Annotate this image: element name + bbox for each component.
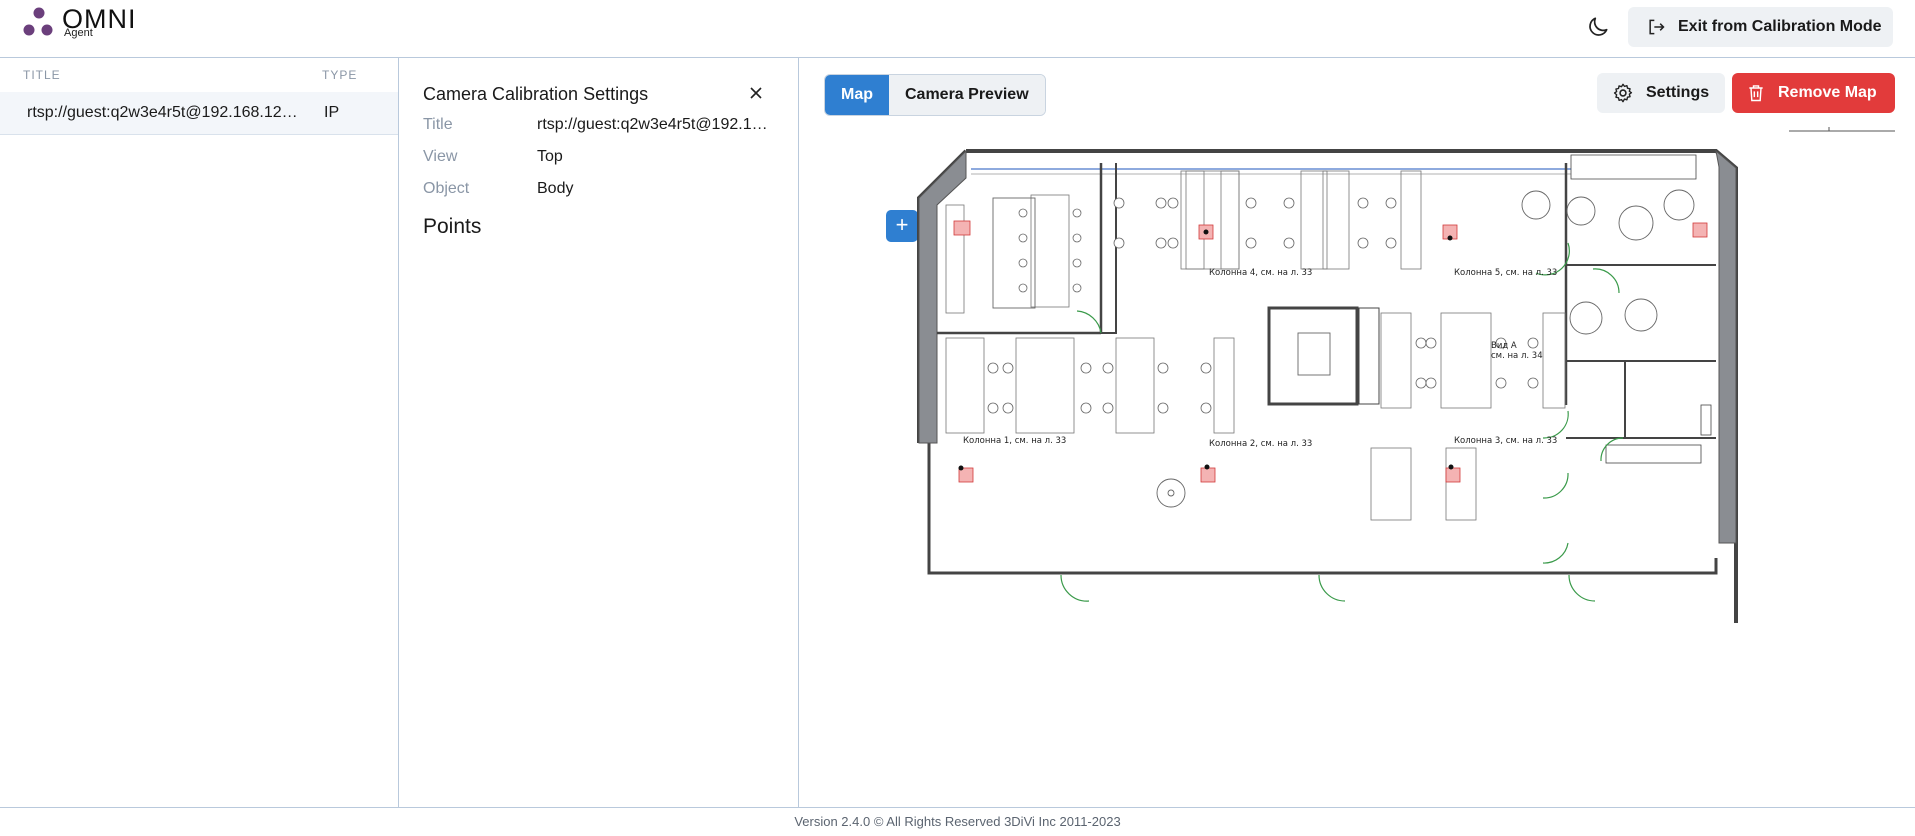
- field-object-row: Object Body: [423, 180, 793, 202]
- desk-clusters: [945, 170, 1566, 521]
- remove-map-button[interactable]: Remove Map: [1732, 73, 1895, 113]
- map-scale-bar: [1789, 127, 1895, 132]
- floor-plan-walls: [917, 149, 1738, 623]
- logo-subtitle: Agent: [64, 27, 93, 39]
- trash-icon: [1749, 85, 1763, 102]
- column-2-label: Колонна 2, см. на л. 33: [1209, 439, 1312, 449]
- add-point-button[interactable]: +: [886, 210, 918, 242]
- field-view-key: View: [423, 148, 458, 165]
- points-label: Points: [423, 215, 482, 238]
- settings-label: Settings: [1646, 84, 1710, 101]
- doors: [1060, 242, 1624, 602]
- field-view-value: Top: [537, 148, 563, 165]
- column-5-label: Колонна 5, см. на л. 33: [1454, 268, 1557, 278]
- column-title-header: TITLE: [23, 68, 61, 82]
- logout-icon: [1649, 19, 1665, 35]
- gear-icon: [1613, 83, 1633, 103]
- calibration-settings-panel: Camera Calibration Settings Title rtsp:/…: [399, 58, 918, 807]
- version-text: Version 2.4.0 © All Rights Reserved 3DiV…: [794, 814, 1121, 829]
- floor-plan-labels: Колонна 4, см. на л. 33 Колонна 5, см. н…: [963, 268, 1557, 449]
- logo-word: OMNI: [62, 4, 137, 34]
- settings-button[interactable]: Settings: [1597, 73, 1725, 113]
- view-a-ref: см. на л. 34: [1491, 351, 1543, 361]
- column-3-label: Колонна 3, см. на л. 33: [1454, 436, 1557, 446]
- moon-icon[interactable]: [1585, 14, 1611, 40]
- tab-camera-preview[interactable]: Camera Preview: [889, 75, 1045, 115]
- view-toggle: Map Camera Preview: [824, 74, 1046, 116]
- conference-table: [992, 197, 1036, 309]
- camera-type-cell: IP: [324, 104, 340, 121]
- exit-calibration-label: Exit from Calibration Mode: [1678, 18, 1882, 35]
- field-object-key: Object: [423, 180, 470, 197]
- plus-icon: +: [895, 212, 909, 237]
- column-markers: [953, 220, 1708, 483]
- remove-map-label: Remove Map: [1778, 84, 1877, 101]
- floor-plan-map[interactable]: Колонна 4, см. на л. 33 Колонна 5, см. н…: [871, 143, 1871, 703]
- view-a-label: Вид А: [1491, 341, 1517, 351]
- map-area: Map Camera Preview Settings Remove Map: [799, 58, 1915, 807]
- logo-dots-icon: [23, 7, 53, 36]
- chairs: [987, 197, 1539, 414]
- column-dots: [958, 229, 1454, 471]
- app-header: OMNI Agent Exit from Calibration Mode: [0, 0, 1915, 58]
- field-object-value: Body: [537, 180, 574, 197]
- camera-title-cell: rtsp://guest:q2w3e4r5t@192.168.12…: [27, 104, 298, 121]
- exit-calibration-button[interactable]: Exit from Calibration Mode: [1628, 7, 1893, 47]
- calibration-settings-title: Camera Calibration Settings: [423, 84, 649, 104]
- omni-logo[interactable]: OMNI Agent: [22, 4, 172, 40]
- column-type-header: TYPE: [322, 68, 358, 82]
- column-1-label: Колонна 1, см. на л. 33: [963, 436, 1066, 446]
- tab-map[interactable]: Map: [825, 75, 889, 115]
- field-view-row: View Top: [423, 148, 793, 170]
- field-title-key: Title: [423, 116, 453, 133]
- field-title-value: rtsp://guest:q2w3e4r5t@192.1…: [537, 116, 768, 133]
- camera-list-panel: TITLE TYPE rtsp://guest:q2w3e4r5t@192.16…: [0, 58, 399, 807]
- field-title-row: Title rtsp://guest:q2w3e4r5t@192.1…: [423, 116, 793, 138]
- camera-list-row[interactable]: rtsp://guest:q2w3e4r5t@192.168.12… IP: [0, 92, 398, 135]
- camera-list-header: TITLE TYPE: [0, 68, 398, 88]
- column-4-label: Колонна 4, см. на л. 33: [1209, 268, 1312, 278]
- round-tables: [1156, 189, 1695, 508]
- meeting-table: [1297, 332, 1331, 376]
- app-footer: Version 2.4.0 © All Rights Reserved 3DiV…: [0, 807, 1915, 836]
- close-icon[interactable]: [745, 82, 767, 104]
